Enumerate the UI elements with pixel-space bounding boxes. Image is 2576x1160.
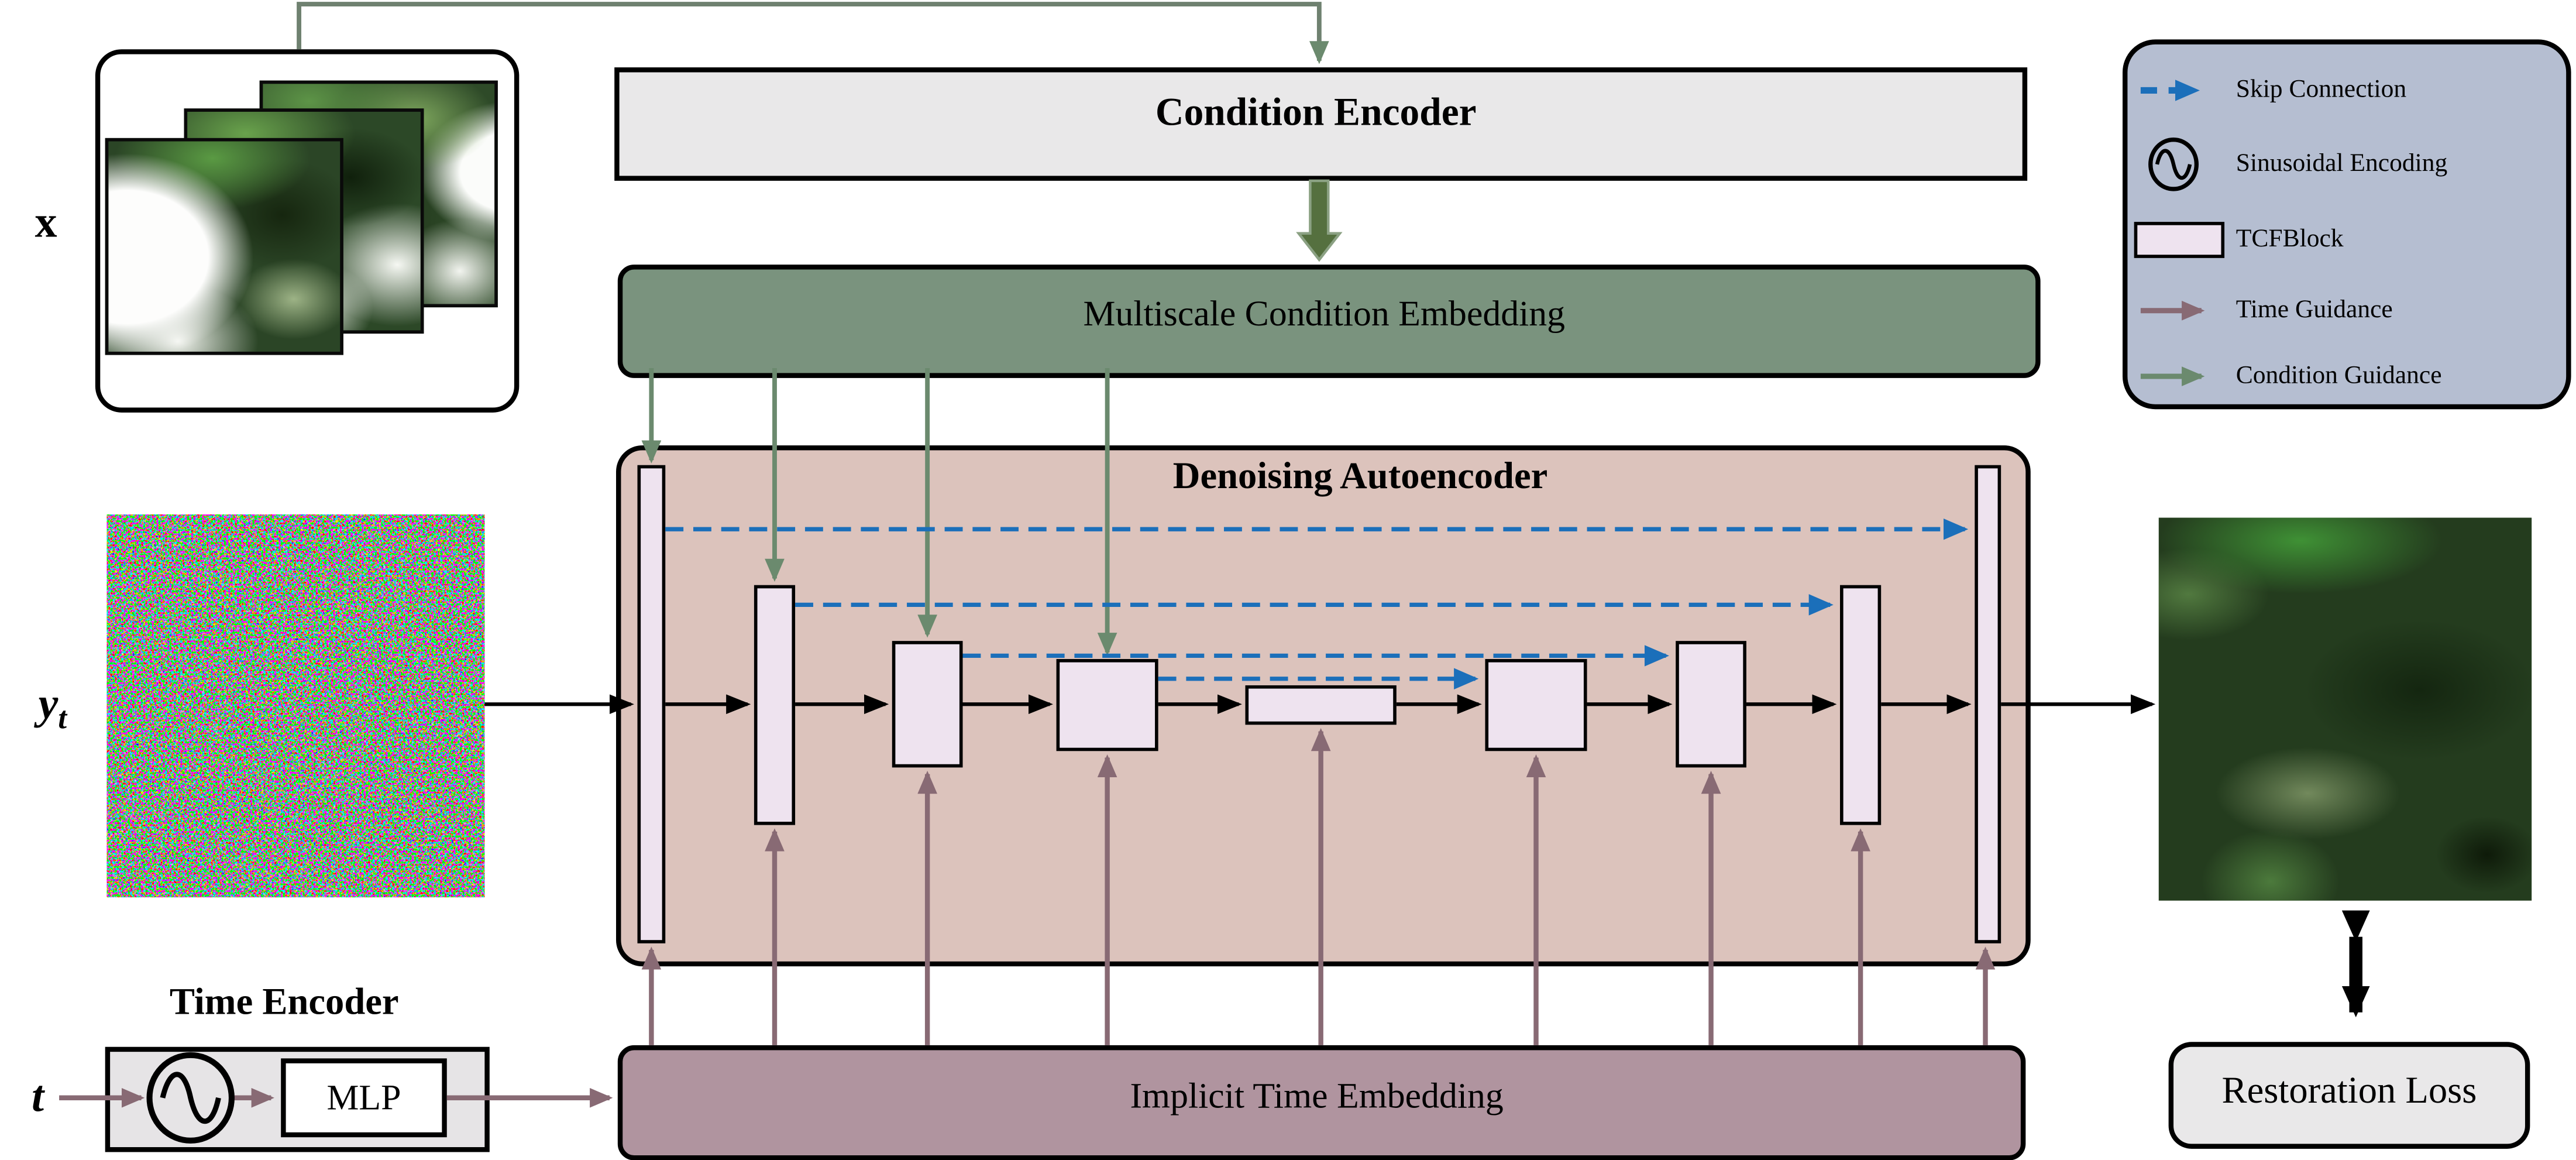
input-label: x <box>35 197 57 247</box>
sinusoidal-encoding-icon <box>2148 138 2199 191</box>
tcfblock-bottleneck <box>1245 685 1397 725</box>
condition-encoder-label: Condition Encoder <box>1155 92 1477 135</box>
time-guidance-arrows <box>641 727 1996 1045</box>
legend-item-skip-connection: Skip Connection <box>2235 75 2407 104</box>
tcfblock-enc-1 <box>637 465 666 943</box>
rgb-noise-texture <box>106 514 485 898</box>
legend-item-sinusoidal-encoding: Sinusoidal Encoding <box>2235 149 2448 178</box>
skip-connection-arrows <box>665 518 1969 689</box>
tcfblock-swatch <box>2134 222 2225 258</box>
noisy-input-image <box>106 514 485 898</box>
condition-guidance-thick-arrow <box>1296 179 1343 262</box>
legend-item-time-guidance: Time Guidance <box>2235 296 2393 324</box>
restoration-loss-label: Restoration Loss <box>2221 1070 2477 1111</box>
tcfblock-dec-3 <box>1676 641 1746 768</box>
legend-item-tcfblock: TCFBlock <box>2235 225 2344 253</box>
tcfblock-dec-4 <box>1485 659 1587 751</box>
mlp-label: MLP <box>326 1076 401 1118</box>
tcfblock-enc-3 <box>892 641 963 768</box>
condition-encoder-box <box>614 67 2028 181</box>
time-encoder-title: Time Encoder <box>169 981 399 1022</box>
sine-wave-icon <box>146 1052 235 1144</box>
tcfblock-enc-2 <box>754 585 796 825</box>
time-label: t <box>32 1071 44 1121</box>
tcfblock-enc-4 <box>1056 659 1158 751</box>
condition-guidance-arrows <box>641 368 1117 656</box>
mlp-box <box>281 1058 447 1138</box>
implicit-time-embedding-label: Implicit Time Embedding <box>1130 1075 1504 1116</box>
legend-item-condition-guidance: Condition Guidance <box>2235 361 2442 390</box>
condition-input-routing-arrow <box>297 2 1329 64</box>
tcfblock-dec-2 <box>1840 585 1882 825</box>
noisy-input-label: yt <box>38 678 67 737</box>
denoising-autoencoder-title: Denoising Autoencoder <box>1172 455 1548 497</box>
tcfblock-dec-1 <box>1975 465 2001 943</box>
restoration-loss-box <box>2168 1042 2530 1149</box>
input-satellite-image-front <box>105 138 343 355</box>
multiscale-condition-embedding-box <box>617 265 2041 378</box>
restored-output-image <box>2158 517 2532 901</box>
multiscale-condition-embedding-label: Multiscale Condition Embedding <box>1083 292 1566 334</box>
